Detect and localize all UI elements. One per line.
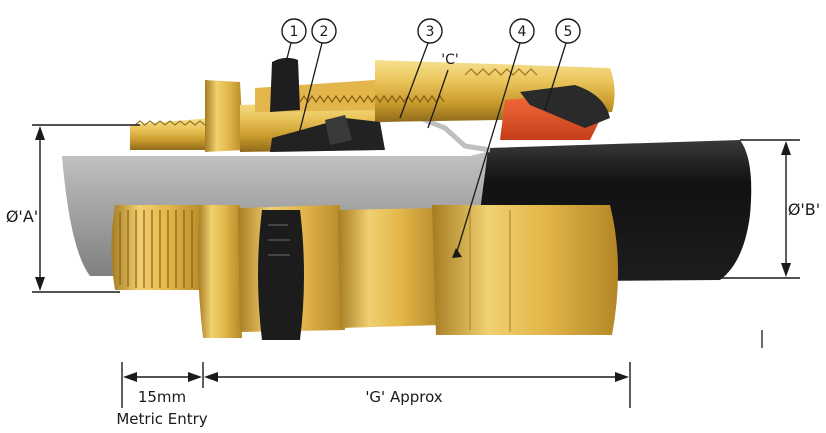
lock-ring-top — [270, 57, 300, 112]
dimension-g: 'G' Approx — [204, 362, 631, 408]
callout-c: 'C' — [427, 52, 459, 129]
callout-1: 1 — [281, 18, 307, 71]
svg-text:3: 3 — [426, 24, 435, 40]
middle-body — [338, 208, 442, 328]
callout-5: 5 — [544, 18, 581, 111]
svg-text:5: 5 — [564, 24, 573, 40]
callout-3: 3 — [399, 18, 443, 119]
svg-text:15mm: 15mm — [138, 388, 186, 406]
svg-text:4: 4 — [518, 24, 527, 40]
svg-text:Metric Entry: Metric Entry — [116, 410, 207, 428]
svg-text:Ø'A': Ø'A' — [6, 207, 38, 226]
entry-thread-top — [130, 118, 210, 150]
dimension-b: Ø'B' — [720, 139, 820, 279]
cap-nut — [432, 205, 619, 335]
callout-4: 4 — [452, 18, 535, 258]
svg-text:2: 2 — [320, 24, 329, 40]
dimension-a: Ø'A' — [6, 124, 140, 293]
entry-thread — [111, 205, 205, 290]
svg-text:1: 1 — [290, 24, 299, 40]
svg-text:Ø'B': Ø'B' — [788, 200, 820, 219]
lock-ring — [258, 210, 304, 340]
svg-text:'C': 'C' — [441, 52, 458, 68]
inner-seal — [270, 118, 385, 152]
gland-exterior — [111, 205, 619, 340]
dimension-metric-entry: 15mm Metric Entry — [116, 362, 208, 428]
callout-2: 2 — [297, 18, 337, 139]
gland-cutaway — [130, 57, 615, 152]
entry-hex-top — [205, 80, 244, 152]
svg-text:'G' Approx: 'G' Approx — [365, 388, 442, 406]
entry-hex — [198, 205, 242, 338]
callouts: 1 2 3 4 5 'C' — [281, 18, 581, 258]
cable-armour-wire — [379, 115, 491, 153]
